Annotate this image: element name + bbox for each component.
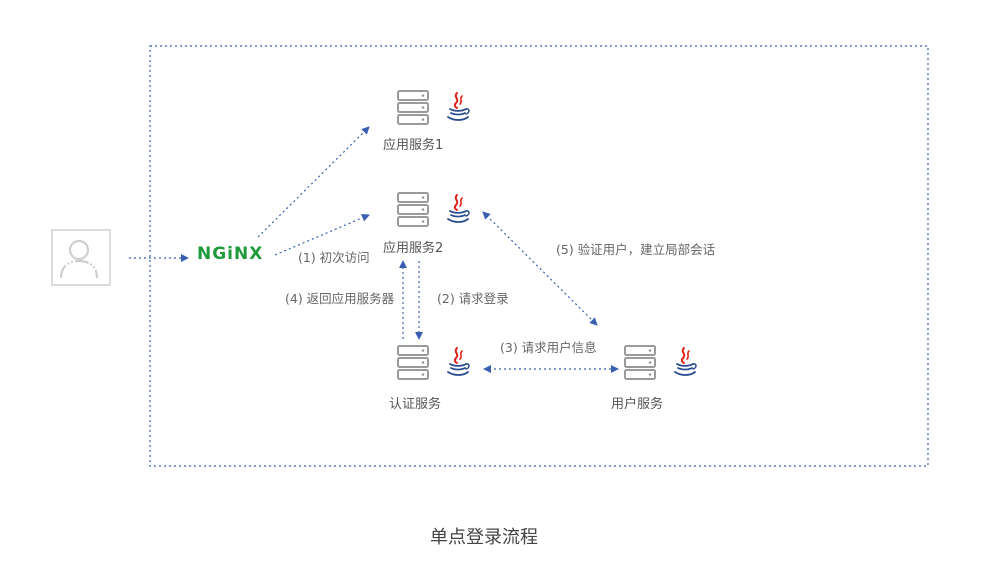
server-icon (624, 345, 656, 380)
app-service-1-node: 应用服务1 (383, 90, 470, 153)
nginx-logo: NGiNX (197, 244, 263, 264)
server-icon (397, 90, 429, 125)
user-service-node: 用户服务 (611, 345, 697, 412)
edge-label-verify-user: (5) 验证用户，建立局部会话 (556, 242, 715, 257)
java-icon (447, 347, 470, 376)
system-boundary (149, 45, 929, 467)
user-avatar-icon (51, 229, 111, 286)
diagram-title: 单点登录流程 (430, 527, 538, 548)
edge-label-request-user-info: (3) 请求用户信息 (500, 340, 597, 355)
edge-label-first-visit: (1) 初次访问 (298, 250, 370, 265)
arrow-nginx-to-app1 (257, 126, 370, 238)
auth-service-node: 认证服务 (389, 345, 470, 412)
arrow-nginx-to-app2 (274, 214, 370, 256)
auth-service-label: 认证服务 (389, 396, 441, 412)
server-icon (397, 192, 429, 227)
user-service-label: 用户服务 (611, 396, 663, 412)
edge-label-request-login: (2) 请求登录 (437, 291, 509, 306)
edge-label-return-app: (4) 返回应用服务器 (285, 291, 395, 306)
server-icon (397, 345, 429, 380)
app-service-1-label: 应用服务1 (383, 137, 443, 153)
java-icon (447, 92, 470, 121)
arrow-app2-user-bidirectional (482, 211, 598, 326)
app-service-2-node: 应用服务2 (383, 192, 470, 256)
app-service-2-label: 应用服务2 (383, 240, 443, 256)
java-icon (447, 194, 470, 223)
java-icon (674, 347, 697, 376)
